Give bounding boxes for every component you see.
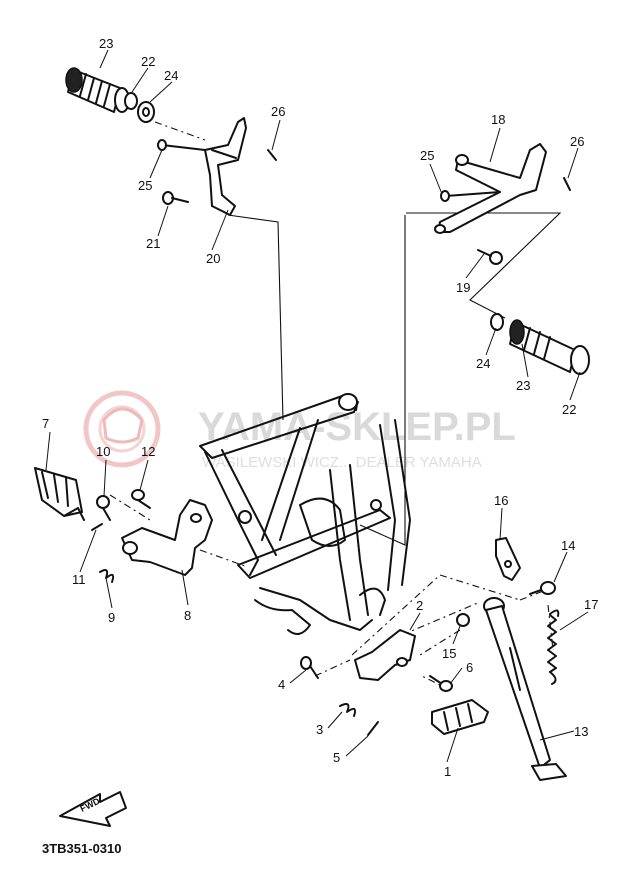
sidestand-spring-17 [547, 609, 560, 685]
rear-footrest-bracket-left [204, 117, 247, 216]
callout-24-right: 24 [476, 356, 490, 371]
callout-7: 7 [42, 416, 49, 431]
callout-14: 14 [561, 538, 575, 553]
callout-16: 16 [494, 493, 508, 508]
callout-6: 6 [466, 660, 473, 675]
watermark-subtitle: WASILEWSKI WICZ... DEALER YAMAHA [202, 454, 482, 471]
nut-15 [456, 613, 470, 627]
bolt-25-left [157, 139, 206, 151]
cotter-5 [367, 721, 379, 736]
watermark-logo-icon [83, 390, 161, 468]
footrest-rubber-upper-left [65, 67, 130, 113]
stand-plate-16 [495, 537, 521, 581]
footrest-left [34, 467, 85, 521]
callout-17: 17 [584, 597, 598, 612]
washer-upper-left [137, 101, 155, 123]
diagram-code: 3TB351-0310 [42, 841, 122, 856]
bolt-25-right [440, 190, 501, 202]
pin-upper-left [124, 92, 138, 110]
bolt-14 [529, 581, 556, 595]
pin-4 [300, 656, 319, 679]
rear-footrest-bracket-right [434, 143, 547, 234]
footrest-rubber-right [490, 313, 590, 375]
callout-24-top: 24 [164, 68, 178, 83]
callout-19: 19 [456, 280, 470, 295]
callout-13: 13 [574, 724, 588, 739]
bolt-19-right [477, 249, 503, 265]
bolt-21-left [162, 191, 189, 205]
cotter-26-left [267, 149, 277, 161]
callout-22-right: 22 [562, 402, 576, 417]
callout-18: 18 [491, 112, 505, 127]
leader-lines [45, 49, 589, 763]
callout-26-left: 26 [271, 104, 285, 119]
callout-21: 21 [146, 236, 160, 251]
callout-25-left: 25 [138, 178, 152, 193]
pin-10 [96, 495, 111, 521]
footrest-bracket-left [121, 499, 213, 576]
callout-10: 10 [96, 444, 110, 459]
callout-11: 11 [72, 572, 86, 587]
callout-15: 15 [442, 646, 456, 661]
callout-20: 20 [206, 251, 220, 266]
spring-3 [339, 703, 357, 717]
callout-4: 4 [278, 677, 285, 692]
main-frame-bracket [199, 393, 411, 635]
footrest-right [431, 699, 489, 735]
assembly-lines [109, 121, 562, 691]
cotter-11 [91, 523, 103, 531]
callout-2: 2 [416, 598, 423, 613]
callout-22-top: 22 [141, 54, 155, 69]
callout-1: 1 [444, 764, 451, 779]
callout-numbers: 23 22 24 26 25 21 20 18 26 25 19 24 23 2… [42, 36, 598, 779]
cotter-26-right [563, 177, 571, 191]
watermark-title: YAMA-SKLEP.PL [198, 405, 516, 449]
callout-8: 8 [184, 608, 191, 623]
callout-12: 12 [141, 444, 155, 459]
callout-3: 3 [316, 722, 323, 737]
fwd-arrow-icon: FWD [59, 791, 127, 827]
bolt-6 [429, 675, 453, 692]
footrest-bracket-right [354, 629, 416, 681]
callout-5: 5 [333, 750, 340, 765]
sidestand-13 [483, 597, 567, 781]
callout-9: 9 [108, 610, 115, 625]
callout-25-right: 25 [420, 148, 434, 163]
watermark: YAMA-SKLEP.PL WASILEWSKI WICZ... DEALER … [83, 390, 516, 471]
bolt-12 [131, 489, 151, 509]
callout-23-right: 23 [516, 378, 530, 393]
callout-23-top: 23 [99, 36, 113, 51]
callout-26-right: 26 [570, 134, 584, 149]
